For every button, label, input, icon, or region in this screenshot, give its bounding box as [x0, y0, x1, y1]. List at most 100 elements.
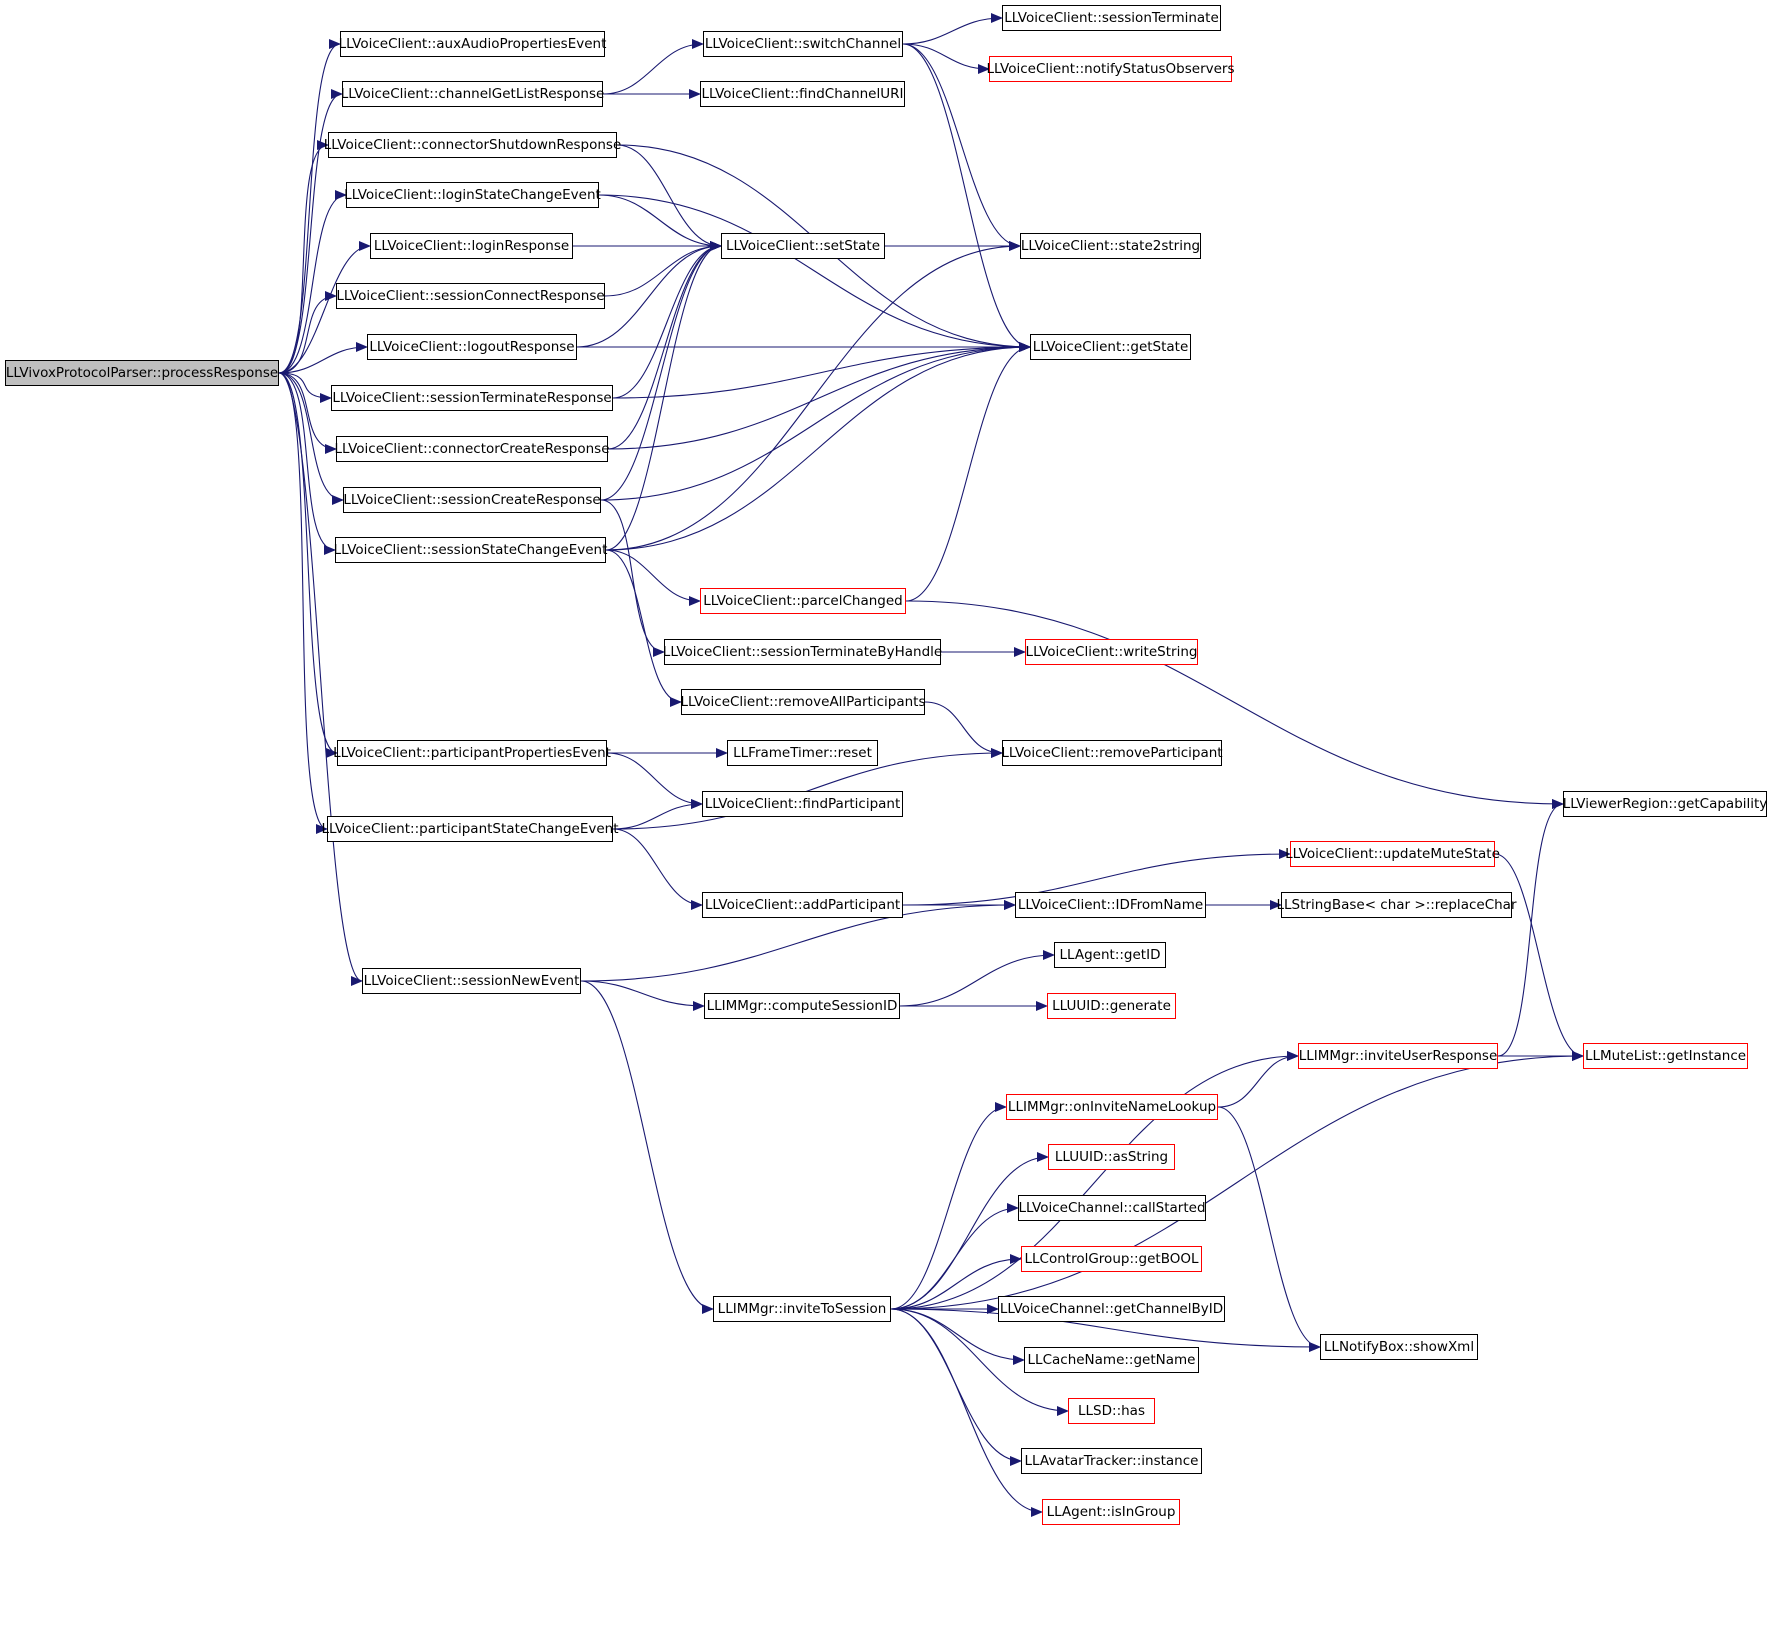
node-compute-sess-i-d[interactable]: LLIMMgr::computeSessionID — [704, 993, 900, 1019]
node-uuid-as-string[interactable]: LLUUID::asString — [1048, 1144, 1175, 1170]
edge-updateMute-to-muteGetInstance — [1494, 853, 1584, 1061]
node-remove-part[interactable]: LLVoiceClient::removeParticipant — [1001, 740, 1223, 766]
node-aux-audio[interactable]: LLVoiceClient::auxAudioPropertiesEvent — [338, 31, 607, 57]
node-find-channel-u-r-i[interactable]: LLVoiceClient::findChannelURI — [700, 81, 905, 107]
node-label: LLVoiceClient::parcelChanged — [703, 593, 903, 609]
node-agent-get-i-d[interactable]: LLAgent::getID — [1054, 942, 1166, 968]
node-label: LLVoiceClient::participantPropertiesEven… — [333, 745, 611, 761]
node-frame-reset[interactable]: LLFrameTimer::reset — [727, 740, 878, 766]
edge-channelGetList-to-switchChannel — [602, 39, 704, 95]
node-parcel-changed[interactable]: LLVoiceClient::parcelChanged — [700, 588, 906, 614]
node-sd-has[interactable]: LLSD::has — [1068, 1398, 1155, 1424]
node-sess-terminate[interactable]: LLVoiceClient::sessionTerminate — [1002, 5, 1221, 31]
node-switch-channel[interactable]: LLVoiceClient::switchChannel — [703, 31, 903, 57]
node-part-props[interactable]: LLVoiceClient::participantPropertiesEven… — [333, 740, 611, 766]
node-notify-status[interactable]: LLVoiceClient::notifyStatusObservers — [986, 56, 1235, 82]
node-set-state[interactable]: LLVoiceClient::setState — [721, 233, 885, 259]
edge-connCreate-to-getState — [607, 342, 1031, 450]
edge-loginStateChange-to-setState — [598, 194, 722, 251]
edge-root-to-sessStateChange — [278, 372, 336, 555]
node-show-xml[interactable]: LLNotifyBox::showXml — [1320, 1334, 1478, 1360]
node-label: LLViewerRegion::getCapability — [1562, 796, 1768, 812]
node-label: LLAgent::isInGroup — [1046, 1504, 1176, 1520]
node-label: LLCacheName::getName — [1027, 1352, 1196, 1368]
node-get-b-o-o-l[interactable]: LLControlGroup::getBOOL — [1021, 1246, 1202, 1272]
node-is-in-group[interactable]: LLAgent::isInGroup — [1042, 1499, 1180, 1525]
edge-sessCreate-to-sessTermByHandle — [600, 499, 665, 657]
node-label: LLVoiceClient::setState — [725, 238, 881, 254]
node-login-resp[interactable]: LLVoiceClient::loginResponse — [370, 233, 573, 259]
node-label: LLVoiceClient::IDFromName — [1017, 897, 1204, 913]
edge-inviteToSession-to-callStarted — [890, 1203, 1019, 1310]
node-sess-connect[interactable]: LLVoiceClient::sessionConnectResponse — [336, 283, 605, 309]
edge-switchChannel-to-sessTerminate — [902, 13, 1003, 45]
node-label: LLVoiceClient::auxAudioPropertiesEvent — [338, 36, 607, 52]
node-invite-user-resp[interactable]: LLIMMgr::inviteUserResponse — [1298, 1043, 1498, 1069]
node-logout-resp[interactable]: LLVoiceClient::logoutResponse — [367, 334, 577, 360]
node-label: LLIMMgr::inviteToSession — [717, 1301, 887, 1317]
node-get-channel-by-i-d[interactable]: LLVoiceChannel::getChannelByID — [998, 1296, 1225, 1322]
edge-sessTermResp-to-setState — [612, 241, 722, 399]
node-label: LLVoiceClient::sessionTerminateResponse — [332, 390, 612, 406]
edge-root-to-partStateChange — [278, 372, 328, 834]
node-label: LLVoiceClient::addParticipant — [704, 897, 901, 913]
node-label: LLAvatarTracker::instance — [1024, 1453, 1199, 1469]
edge-removeAllPart-to-removePart — [924, 701, 1003, 758]
edge-inviteToSession-to-uuidAsString — [890, 1152, 1049, 1310]
node-label: LLVoiceClient::sessionTerminateByHandle — [662, 644, 943, 660]
node-label: LLVoiceClient::removeAllParticipants — [680, 694, 926, 710]
node-part-state-change[interactable]: LLVoiceClient::participantStateChangeEve… — [321, 816, 619, 842]
node-label: LLVoiceClient::sessionConnectResponse — [336, 288, 605, 304]
node-conn-create[interactable]: LLVoiceClient::connectorCreateResponse — [335, 436, 610, 462]
node-channel-get-list[interactable]: LLVoiceClient::channelGetListResponse — [341, 81, 604, 107]
node-on-invite-name[interactable]: LLIMMgr::onInviteNameLookup — [1006, 1094, 1218, 1120]
node-remove-all-part[interactable]: LLVoiceClient::removeAllParticipants — [681, 689, 925, 715]
edge-sessStateChange-to-state2string — [605, 241, 1021, 551]
node-call-started[interactable]: LLVoiceChannel::callStarted — [1018, 1195, 1206, 1221]
node-label: LLVoiceClient::loginStateChangeEvent — [344, 187, 601, 203]
node-uuid-generate[interactable]: LLUUID::generate — [1047, 993, 1176, 1019]
node-label: LLVoiceClient::updateMuteState — [1285, 846, 1500, 862]
node-write-string[interactable]: LLVoiceClient::writeString — [1025, 639, 1198, 665]
edge-logoutResp-to-setState — [576, 241, 722, 348]
node-label: LLVoiceChannel::getChannelByID — [999, 1301, 1224, 1317]
node-label: LLSD::has — [1078, 1403, 1145, 1419]
node-sess-create[interactable]: LLVoiceClient::sessionCreateResponse — [343, 487, 601, 513]
edge-root-to-connShutdown — [278, 140, 329, 374]
node-label: LLVivoxProtocolParser::processResponse — [5, 365, 279, 381]
edge-sessNew-to-inviteToSession — [580, 980, 714, 1314]
node-avatar-tracker[interactable]: LLAvatarTracker::instance — [1021, 1448, 1202, 1474]
node-sess-term-resp[interactable]: LLVoiceClient::sessionTerminateResponse — [331, 385, 613, 411]
node-replace-char[interactable]: LLStringBase< char >::replaceChar — [1277, 892, 1517, 918]
edge-inviteToSession-to-sdHas — [890, 1308, 1069, 1416]
edge-switchChannel-to-getState — [902, 43, 1031, 352]
node-login-state-change[interactable]: LLVoiceClient::loginStateChangeEvent — [344, 182, 601, 208]
node-sess-term-by-handle[interactable]: LLVoiceClient::sessionTerminateByHandle — [662, 639, 943, 665]
node-get-capability[interactable]: LLViewerRegion::getCapability — [1563, 791, 1767, 817]
node-state2string[interactable]: LLVoiceClient::state2string — [1020, 233, 1201, 259]
node-sess-state-change[interactable]: LLVoiceClient::sessionStateChangeEvent — [333, 537, 608, 563]
node-mute-get-instance[interactable]: LLMuteList::getInstance — [1583, 1043, 1748, 1069]
node-get-state[interactable]: LLVoiceClient::getState — [1030, 334, 1191, 360]
edge-inviteUserResp-to-getCapability — [1497, 799, 1564, 1057]
edge-parcelChanged-to-getState — [905, 342, 1031, 602]
node-root[interactable]: LLVivoxProtocolParser::processResponse — [5, 360, 279, 386]
edge-root-to-sessTermResp — [278, 372, 332, 403]
node-update-mute[interactable]: LLVoiceClient::updateMuteState — [1285, 841, 1500, 867]
edge-root-to-partProps — [278, 372, 338, 758]
node--i-d-from-name[interactable]: LLVoiceClient::IDFromName — [1015, 892, 1206, 918]
node-invite-to-session[interactable]: LLIMMgr::inviteToSession — [713, 1296, 891, 1322]
edge-root-to-loginResp — [278, 241, 371, 374]
node-sess-new[interactable]: LLVoiceClient::sessionNewEvent — [362, 968, 581, 994]
node-label: LLFrameTimer::reset — [733, 745, 872, 761]
node-conn-shutdown[interactable]: LLVoiceClient::connectorShutdownResponse — [324, 132, 621, 158]
node-label: LLVoiceClient::notifyStatusObservers — [986, 61, 1235, 77]
edge-root-to-sessCreate — [278, 372, 344, 505]
edge-addPart-to-updateMute — [902, 849, 1291, 906]
edge-switchChannel-to-state2string — [902, 43, 1021, 251]
node-label: LLVoiceClient::sessionStateChangeEvent — [333, 542, 608, 558]
node-add-part[interactable]: LLVoiceClient::addParticipant — [702, 892, 903, 918]
node-find-part[interactable]: LLVoiceClient::findParticipant — [702, 791, 903, 817]
node-cache-get-name[interactable]: LLCacheName::getName — [1024, 1347, 1199, 1373]
node-label: LLIMMgr::inviteUserResponse — [1298, 1048, 1498, 1064]
